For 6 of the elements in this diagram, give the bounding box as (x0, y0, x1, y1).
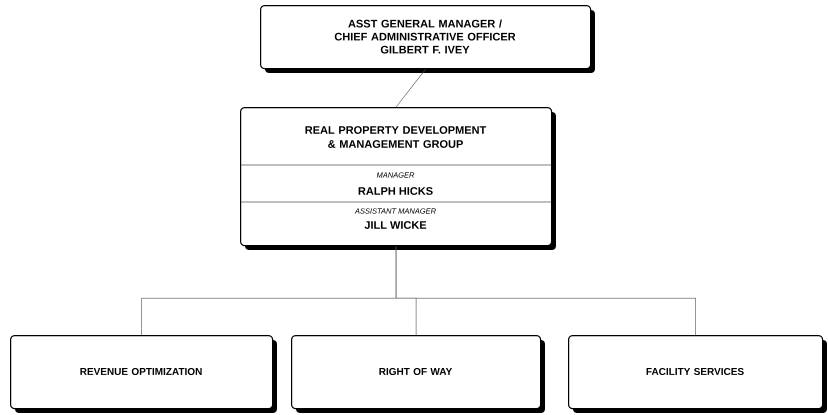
connector-line (396, 68, 426, 108)
connector-line (396, 246, 696, 336)
org-box: REVENUE OPTIMIZATION (10, 334, 277, 413)
org-box: ASST GENERAL MANAGER / CHIEF ADMINISTRATIVE OFFICER GILBERT F. IVEY (260, 5, 595, 73)
org-box: FACILITY SERVICES (568, 334, 827, 413)
org-box: RIGHT OF WAY (291, 334, 545, 413)
